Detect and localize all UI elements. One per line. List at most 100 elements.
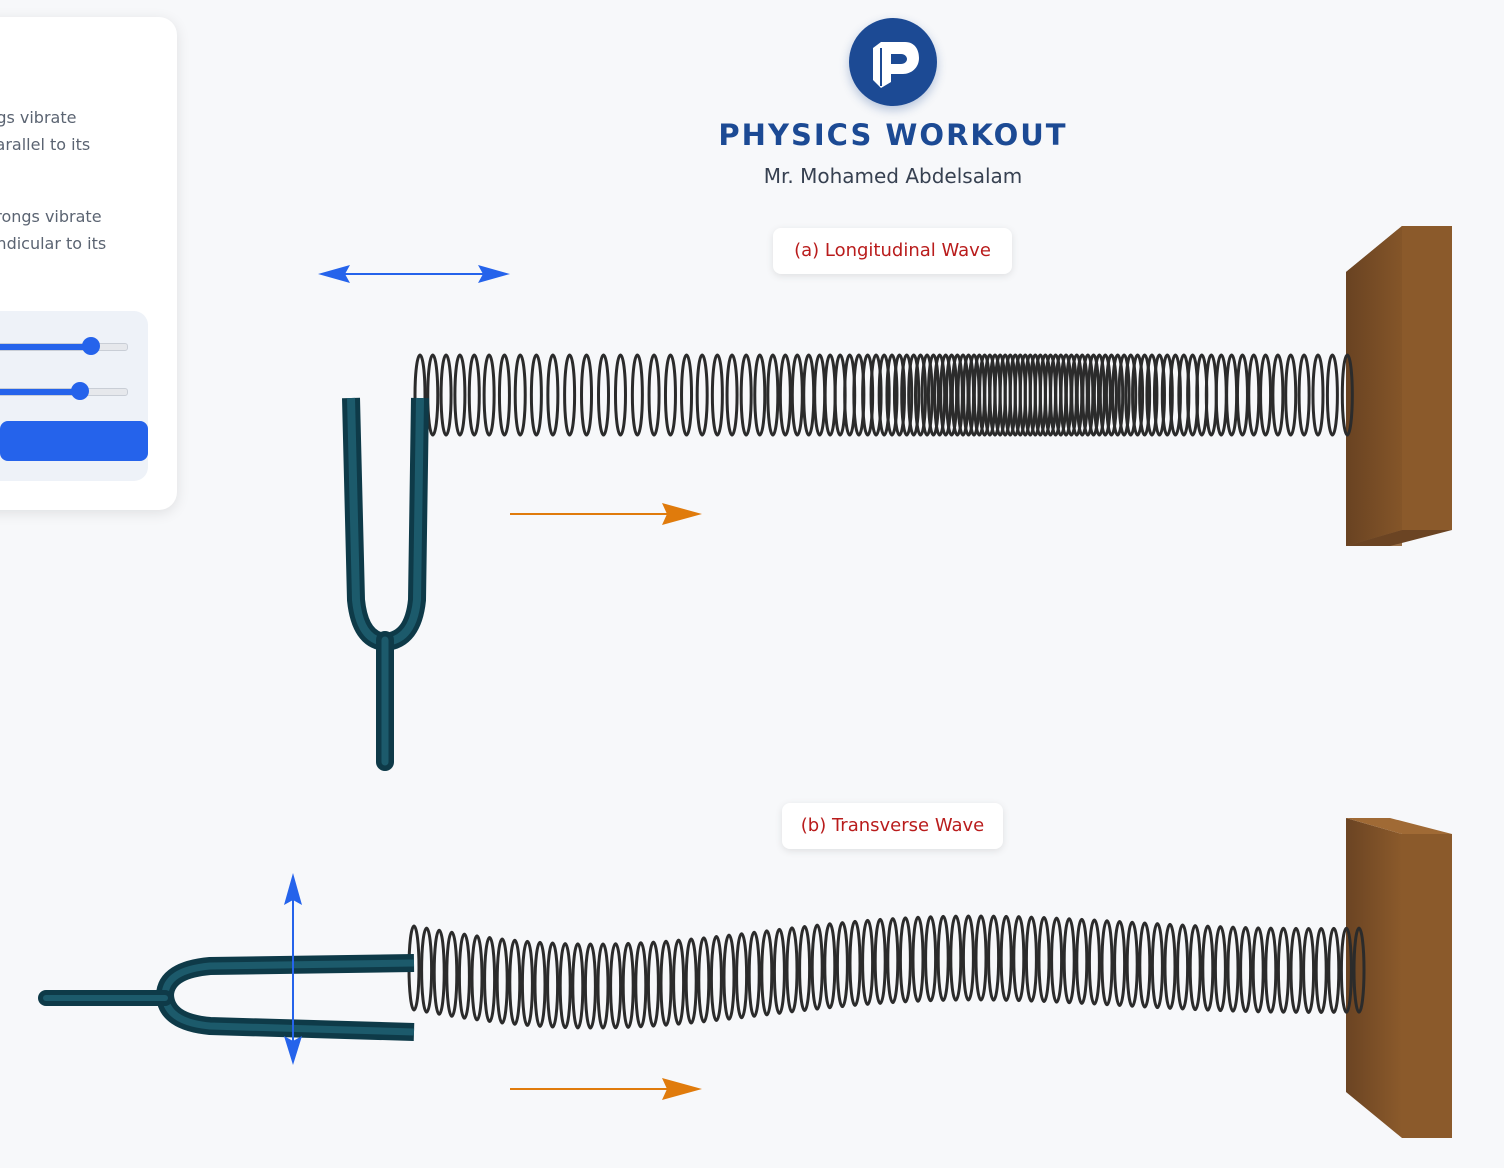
spring-coil: [886, 917, 900, 1005]
spring-coil: [495, 937, 509, 1025]
spring-coil: [1081, 353, 1095, 437]
arrow-right-icon: [510, 503, 702, 525]
spring-coil: [483, 936, 497, 1024]
amplitude-slider[interactable]: [0, 382, 128, 400]
physics-workout-logo: [849, 18, 937, 106]
spring-coil: [1247, 353, 1261, 437]
spring-coil: [823, 922, 837, 1010]
spring-coil: [798, 924, 812, 1012]
spring-coil: [933, 353, 947, 437]
start-button[interactable]: [0, 421, 148, 461]
spring-coil: [1284, 353, 1298, 437]
frequency-slider[interactable]: [0, 337, 128, 355]
double-arrow-vertical-icon: [284, 873, 302, 1065]
spring-coil: [772, 927, 786, 1015]
spring-coil: [1037, 916, 1051, 1004]
spring-coil: [1024, 915, 1038, 1003]
spring-coil: [936, 914, 950, 1002]
spring-coil: [597, 353, 611, 437]
slider-thumb[interactable]: [81, 337, 100, 355]
spring-coil: [1150, 922, 1164, 1010]
spring-coil: [785, 926, 799, 1014]
spring-coil: [571, 942, 585, 1030]
author-name: Mr. Mohamed Abdelsalam: [763, 164, 1023, 188]
spring-coil: [497, 353, 511, 437]
spring-coil: [457, 932, 471, 1020]
spring-coil: [1075, 917, 1089, 1005]
spring-coil: [613, 353, 627, 437]
spring-coil: [1297, 353, 1311, 437]
spring-coil: [760, 929, 774, 1017]
spring-coil: [913, 353, 927, 437]
spring-coil: [1138, 921, 1152, 1009]
spring-coil: [467, 353, 481, 437]
spring-coil: [1226, 925, 1240, 1013]
spring-coil: [802, 353, 816, 437]
spring-coil: [583, 942, 597, 1030]
spring-coil: [1251, 926, 1265, 1014]
spring-coil: [949, 914, 963, 1002]
spring-coil: [596, 942, 610, 1030]
spring-coil: [508, 938, 522, 1026]
spring-coil: [907, 353, 921, 437]
spring-coil: [835, 921, 849, 1009]
spring-coil: [558, 942, 572, 1030]
spring-coil: [1092, 353, 1106, 437]
spring-coil: [987, 914, 1001, 1002]
spring-coil: [1113, 919, 1127, 1007]
slider-thumb[interactable]: [71, 382, 90, 400]
spring-coil: [725, 353, 739, 437]
spring-coil: [999, 914, 1013, 1002]
arrow-right-icon: [510, 1078, 702, 1100]
spring-coil: [1214, 353, 1228, 437]
spring-coil: [1289, 926, 1303, 1014]
spring-coil: [1124, 353, 1138, 437]
spring-coil: [1340, 353, 1354, 437]
spring-coil: [563, 353, 577, 437]
spring-coil: [1327, 926, 1341, 1014]
spring-coil: [1098, 353, 1112, 437]
spring-coil: [445, 930, 459, 1018]
spring-coil: [663, 353, 677, 437]
slider-fill: [0, 389, 81, 395]
spring-coil: [873, 917, 887, 1005]
spring-transverse: [407, 914, 1366, 1030]
spring-coil: [439, 353, 453, 437]
spring-coil: [1176, 923, 1190, 1011]
spring-coil: [813, 353, 827, 437]
spring-coil: [885, 353, 899, 437]
spring-coil: [1225, 353, 1239, 437]
spring-coil: [848, 919, 862, 1007]
spring-coil: [961, 914, 975, 1002]
spring-coil: [621, 941, 635, 1029]
longitudinal-wave-label: (a) Longitudinal Wave: [773, 228, 1012, 274]
spring-coil: [420, 926, 434, 1014]
spring-coil: [1087, 353, 1101, 437]
double-arrow-horizontal-icon: [318, 265, 510, 283]
page-title: PHYSICS WORKOUT: [718, 118, 1068, 152]
spring-coil: [426, 353, 440, 437]
spring-coil: [1087, 918, 1101, 1006]
spring-coil: [810, 923, 824, 1011]
spring-coil: [747, 930, 761, 1018]
controls-box: [0, 311, 148, 481]
spring-coil: [739, 353, 753, 437]
spring-coil: [580, 353, 594, 437]
spring-coil: [1168, 353, 1182, 437]
spring-coil: [533, 940, 547, 1028]
spring-coil: [529, 353, 543, 437]
spring-coil: [513, 353, 527, 437]
spring-coil: [684, 937, 698, 1025]
spring-coil: [1314, 926, 1328, 1014]
spring-coil: [609, 942, 623, 1030]
logo-glyph-icon: [873, 42, 919, 88]
spring-coil: [1188, 924, 1202, 1012]
spring-coil: [680, 353, 694, 437]
spring-coil: [1311, 353, 1325, 437]
spring-coil: [1163, 922, 1177, 1010]
description-line: erpendicular to its: [0, 234, 107, 253]
spring-coil: [1111, 353, 1125, 437]
spring-coil: [790, 353, 804, 437]
transverse-wave-label: (b) Transverse Wave: [782, 803, 1003, 849]
